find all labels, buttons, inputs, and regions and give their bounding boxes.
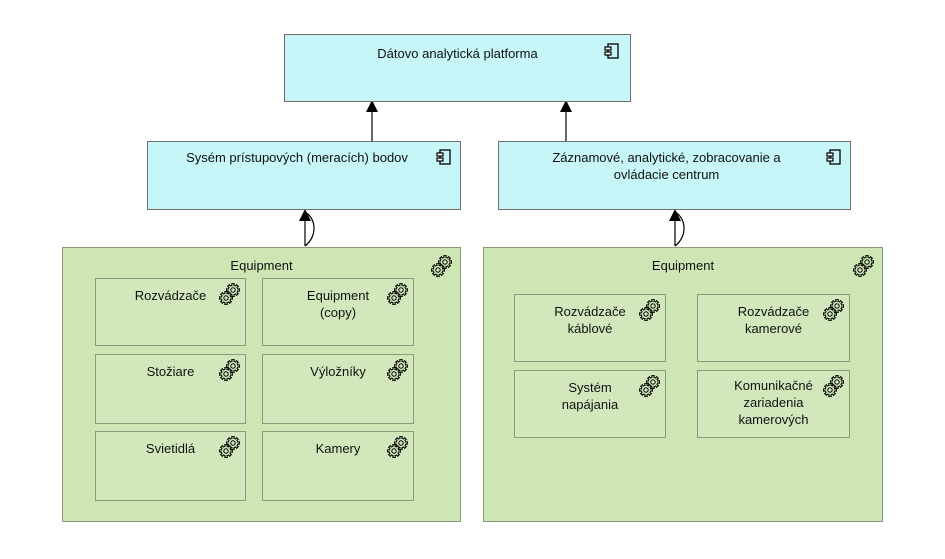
equipment-item-label: (copy) xyxy=(319,305,357,320)
platform-label: Dátovo analytická platforma xyxy=(377,46,538,61)
equipment-item-label: Výložníky xyxy=(310,364,366,379)
gear-icon xyxy=(386,282,410,311)
gear-icon xyxy=(638,374,662,403)
equipment-item-label: Rozvádzače xyxy=(554,304,626,319)
equipment-item[interactable]: Rozvádzače kamerové xyxy=(697,294,850,362)
gear-icon xyxy=(218,282,242,311)
equipment-item-label: Kamery xyxy=(315,441,361,456)
equipment-item-label: Komunikačné xyxy=(734,378,813,393)
equipment-item-label: Svietidlá xyxy=(145,441,196,456)
equipment-item[interactable]: Kamery xyxy=(262,431,414,501)
equipment-item-label: káblové xyxy=(567,321,613,336)
assignment-connector-right xyxy=(669,209,685,247)
gear-icon xyxy=(218,435,242,464)
platform-component[interactable]: Dátovo analytická platforma xyxy=(284,34,631,102)
control-center-label-line1: Záznamové, analytické, zobracovanie a xyxy=(552,150,781,165)
equipment-item[interactable]: Svietidlá xyxy=(95,431,246,501)
equipment-item-label: Equipment xyxy=(306,288,370,303)
gear-icon xyxy=(638,298,662,327)
equipment-item-label: kamerové xyxy=(744,321,803,336)
gear-icon xyxy=(852,254,876,283)
equipment-item-label: Rozvádzače xyxy=(737,304,810,319)
equipment-item[interactable]: Systém napájania xyxy=(514,370,666,438)
component-icon xyxy=(436,149,451,165)
gear-icon xyxy=(430,254,454,283)
control-center-component[interactable]: Záznamové, analytické, zobracovanie a ov… xyxy=(498,141,851,210)
component-icon xyxy=(826,149,841,165)
access-system-label: Sysém prístupových (meracích) bodov xyxy=(186,150,408,165)
equipment-item-label: Rozvádzače xyxy=(134,288,207,303)
equipment-item[interactable]: Rozvádzače xyxy=(95,278,246,346)
gear-icon xyxy=(386,435,410,464)
equipment-item-label: zariadenia xyxy=(743,395,804,410)
equipment-item-label: Systém xyxy=(568,380,612,395)
equipment-item-label: kamerových xyxy=(738,412,809,427)
equipment-item[interactable]: Komunikačné zariadenia kamerových xyxy=(697,370,850,438)
equipment-item-label: Stožiare xyxy=(146,364,195,379)
left-equipment-node[interactable]: Equipment Rozvádzače Equipment (copy) St… xyxy=(62,247,461,522)
equipment-item[interactable]: Stožiare xyxy=(95,354,246,424)
assignment-connector-left xyxy=(299,209,315,247)
equipment-item[interactable]: Rozvádzače káblové xyxy=(514,294,666,362)
control-center-label-line2: ovládacie centrum xyxy=(613,167,720,182)
equipment-item[interactable]: Equipment (copy) xyxy=(262,278,414,346)
equipment-item-label: napájania xyxy=(561,397,619,412)
equipment-item[interactable]: Výložníky xyxy=(262,354,414,424)
component-icon xyxy=(604,43,619,59)
gear-icon xyxy=(822,298,846,327)
access-system-component[interactable]: Sysém prístupových (meracích) bodov xyxy=(147,141,461,210)
gear-icon xyxy=(218,358,242,387)
left-equipment-label: Equipment xyxy=(230,258,293,273)
gear-icon xyxy=(822,374,846,403)
right-equipment-node[interactable]: Equipment Rozvádzače káblové Rozvádzače … xyxy=(483,247,883,522)
right-equipment-label: Equipment xyxy=(651,258,715,273)
gear-icon xyxy=(386,358,410,387)
